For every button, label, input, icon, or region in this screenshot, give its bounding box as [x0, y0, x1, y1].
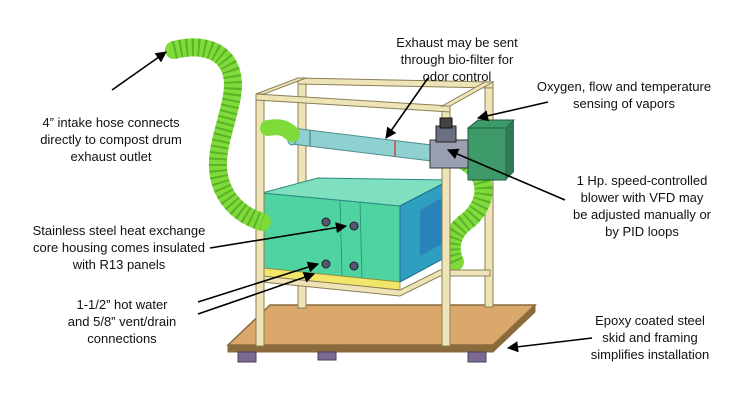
- callout-line: and 5/8” vent/drain: [67, 314, 177, 329]
- arrow-blower: [446, 148, 566, 201]
- callout-line: skid and framing: [602, 330, 698, 345]
- hose-to-pipe: [260, 119, 300, 142]
- skid-foot: [317, 351, 337, 361]
- callout-line: Oxygen, flow and temperature: [536, 79, 712, 94]
- callout-line: with R13 panels: [72, 257, 166, 272]
- callout-line: by PID loops: [605, 224, 679, 239]
- callout-line: be adjusted manually or: [572, 207, 712, 222]
- callout-line: exhaust outlet: [70, 149, 152, 164]
- core-housing: [261, 177, 451, 283]
- exhaust-pipe: [286, 126, 441, 163]
- callout-line: simplifies installation: [590, 347, 710, 362]
- callout-core: Stainless steel heat exchange core housi…: [14, 222, 224, 273]
- arrow-exhaust: [385, 77, 429, 139]
- callout-line: 1 Hp. speed-controlled: [576, 173, 708, 188]
- callout-line: connections: [87, 331, 157, 346]
- callout-line: Epoxy coated steel: [595, 313, 705, 328]
- callout-line: 1-1/2” hot water: [76, 297, 168, 312]
- callout-line: core housing comes insulated: [33, 240, 205, 255]
- callout-exhaust: Exhaust may be sent through bio-filter f…: [368, 34, 546, 85]
- arrow-core: [209, 222, 348, 249]
- skid-foot: [237, 351, 257, 363]
- callout-water: 1-1/2” hot water and 5/8” vent/drain con…: [42, 296, 202, 347]
- skid: [226, 303, 537, 363]
- skid-foot: [467, 351, 487, 363]
- callout-line: Stainless steel heat exchange: [32, 223, 206, 238]
- callout-line: directly to compost drum: [40, 132, 182, 147]
- arrow-skid: [506, 337, 593, 353]
- callout-line: sensing of vapors: [573, 96, 675, 111]
- callout-intake: 4” intake hose connects directly to comp…: [16, 114, 206, 165]
- callout-line: 4” intake hose connects: [42, 115, 180, 130]
- callout-blower: 1 Hp. speed-controlled blower with VFD m…: [552, 172, 732, 240]
- callout-arrows: [111, 51, 593, 353]
- callout-sensing: Oxygen, flow and temperature sensing of …: [518, 78, 730, 112]
- callout-line: Exhaust may be sent: [396, 35, 518, 50]
- arrow-water-2: [197, 271, 316, 315]
- callout-skid: Epoxy coated steel skid and framing simp…: [568, 312, 732, 363]
- blower: [429, 117, 516, 181]
- callout-line: through bio-filter for: [400, 52, 514, 67]
- arrow-water-1: [197, 261, 320, 303]
- callout-line: odor control: [422, 69, 492, 84]
- arrow-intake: [111, 51, 167, 91]
- arrow-sensing: [476, 101, 549, 122]
- callout-line: blower with VFD may: [580, 190, 704, 205]
- intake-hose: [165, 38, 271, 231]
